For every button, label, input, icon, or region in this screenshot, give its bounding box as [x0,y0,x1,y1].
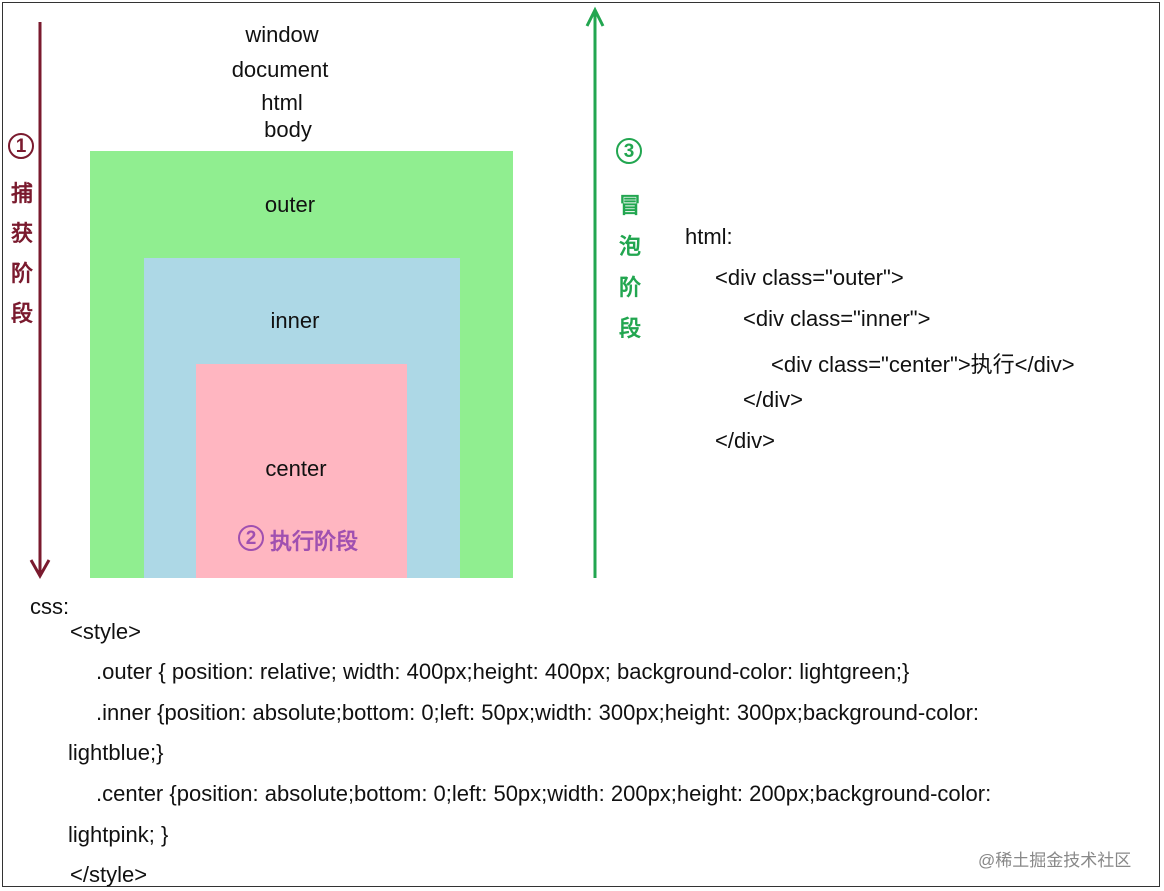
bubble-phase-number: 3 [616,138,642,164]
bubble-phase-char: 阶 [618,275,641,300]
layer-window: window [245,22,319,47]
html-code-line: </div> [715,428,775,453]
css-code-line: .center {position: absolute;bottom: 0;le… [96,781,992,806]
capture-phase-char: 段 [10,301,33,326]
html-code-line: </div> [743,387,803,412]
css-code-line: lightblue;} [68,740,164,765]
css-code-line: .outer { position: relative; width: 400p… [96,659,910,684]
html-code-heading: html: [685,224,733,249]
capture-phase-char: 阶 [10,261,33,286]
layer-body: body [264,117,312,142]
css-code-line: <style> [70,619,141,644]
css-code-heading: css: [30,594,70,619]
layer-document: document [231,57,329,82]
capture-phase-char: 获 [10,221,33,246]
inner-label: inner [270,308,320,333]
bubble-arrow [585,6,605,578]
css-code-line: .inner {position: absolute;bottom: 0;lef… [96,700,980,725]
layer-html: html [261,90,303,115]
bubble-phase-char: 泡 [618,234,641,259]
outer-label: outer [264,192,316,217]
html-code-line: <div class="inner"> [743,306,931,331]
bubble-phase-char: 段 [618,316,641,341]
css-code-line: lightpink; } [68,822,169,847]
center-label: center [265,456,327,481]
html-code-line: <div class="center">执行</div> [771,352,1075,377]
target-phase-label: 执行阶段 [270,529,359,554]
html-code-line: <div class="outer"> [715,265,904,290]
capture-phase-char: 捕 [10,181,33,206]
target-phase-number: 2 [238,525,264,551]
capture-phase-number: 1 [8,133,34,159]
watermark: @稀土掘金技术社区 [978,851,1132,870]
bubble-phase-char: 冒 [618,193,641,218]
capture-arrow [29,22,51,580]
center-box [196,364,407,578]
css-code-line: </style> [70,862,148,887]
